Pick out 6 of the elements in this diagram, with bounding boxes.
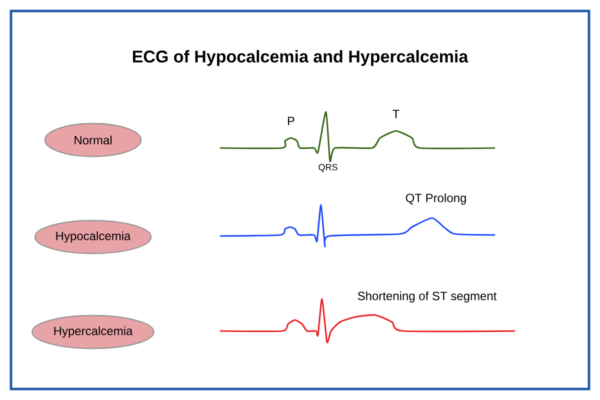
wave-label: Shortening of ST segment xyxy=(358,291,497,303)
wave-label: QRS xyxy=(318,164,338,172)
wave-label: T xyxy=(392,110,400,118)
wave-label: P xyxy=(288,116,294,126)
title: ECG of Hypocalcemia and Hypercalcemia xyxy=(132,50,468,66)
wave-label: QT Prolong xyxy=(406,193,466,205)
